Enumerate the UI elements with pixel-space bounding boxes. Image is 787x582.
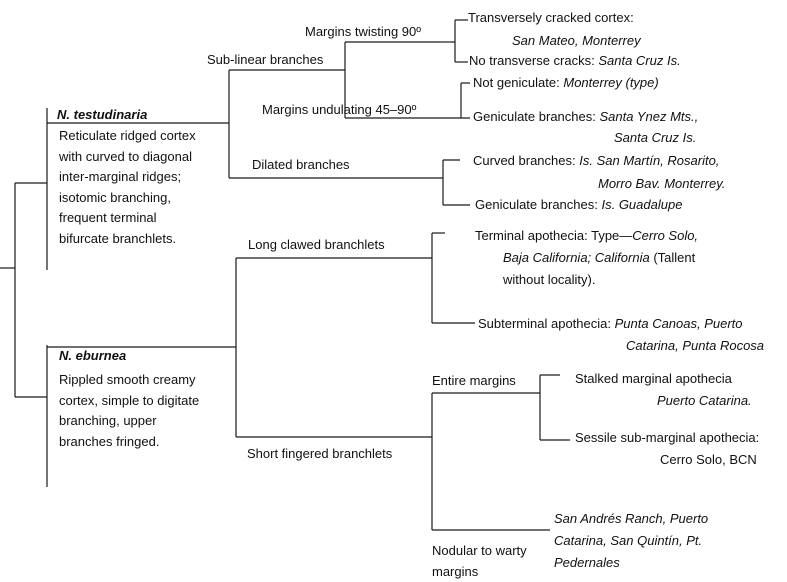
- leaf-note: (Tallent: [653, 250, 696, 265]
- leaf-curved-branches-localities-2: Morro Bav. Monterrey.: [598, 176, 726, 191]
- leaf-label: Not geniculate:: [473, 75, 560, 90]
- leaf-stalked-marginal-label: Stalked marginal apothecia: [575, 371, 732, 386]
- leaf-terminal-apothecia: Terminal apothecia: Type—Cerro Solo,: [475, 228, 698, 244]
- leaf-terminal-apothecia-line2: Baja California; California (Tallent: [503, 250, 695, 266]
- leaf-sessile-submarginal-localities: Cerro Solo, BCN: [660, 452, 757, 467]
- leaf-geniculate-branches-localities-2: Santa Cruz Is.: [614, 130, 697, 145]
- leaf-subterminal-apothecia-localities-2: Catarina, Punta Rocosa: [626, 338, 765, 353]
- leaf-transversely-cracked-label: Transversely cracked cortex:: [468, 10, 634, 25]
- leaf-localities: Santa Cruz Is.: [598, 53, 681, 68]
- leaf-label: Subterminal apothecia:: [478, 316, 611, 331]
- description-line: branching, upper: [59, 413, 157, 428]
- leaf-label: Terminal apothecia: Type—: [475, 228, 633, 243]
- leaf-not-geniculate: Not geniculate: Monterrey (type): [473, 75, 659, 91]
- leaf-geniculate-branches: Geniculate branches: Santa Ynez Mts.,: [473, 109, 698, 125]
- nodular-line: margins: [432, 564, 479, 579]
- leaf-subterminal-apothecia: Subterminal apothecia: Punta Canoas, Pue…: [478, 316, 743, 332]
- species-name-testudinaria: N. testudinaria: [57, 107, 148, 122]
- description-line: inter-marginal ridges;: [59, 169, 182, 184]
- leaf-localities: Punta Canoas, Puerto: [614, 316, 743, 331]
- leaf-transversely-cracked-localities: San Mateo, Monterrey: [512, 33, 641, 48]
- leaf-label: Curved branches:: [473, 153, 576, 168]
- leaf-curved-branches: Curved branches: Is. San Martín, Rosarit…: [473, 153, 719, 169]
- description-line: frequent terminal: [59, 210, 157, 225]
- species-description-eburnea: Rippled smooth creamy cortex, simple to …: [59, 370, 199, 452]
- leaf-localities: Is. San Martín, Rosarito,: [579, 153, 720, 168]
- branch-margins-undulating: Margins undulating 45–90º: [262, 102, 417, 117]
- locality-line: Pedernales: [554, 555, 620, 570]
- species-description-testudinaria: Reticulate ridged cortex with curved to …: [59, 126, 196, 249]
- leaf-nodular-localities: San Andrés Ranch, Puerto Catarina, San Q…: [554, 508, 708, 574]
- description-line: branches fringed.: [59, 433, 160, 449]
- leaf-terminal-apothecia-line3: without locality).: [503, 272, 596, 287]
- leaf-sessile-submarginal-label: Sessile sub-marginal apothecia:: [575, 430, 760, 445]
- leaf-localities: Santa Ynez Mts.,: [599, 109, 699, 124]
- leaf-label: Geniculate branches:: [473, 109, 596, 124]
- species-name-eburnea: N. eburnea: [59, 348, 127, 363]
- leaf-label: Geniculate branches:: [475, 197, 598, 212]
- branch-short-fingered: Short fingered branchlets: [247, 446, 393, 461]
- description-line: cortex, simple to digitate: [59, 392, 200, 408]
- branch-entire-margins: Entire margins: [432, 373, 516, 388]
- locality-line: Catarina, San Quintín, Pt.: [554, 533, 703, 548]
- leaf-geniculate-branches-guadalupe: Geniculate branches: Is. Guadalupe: [475, 197, 682, 213]
- leaf-stalked-marginal-localities: Puerto Catarina.: [657, 393, 752, 408]
- description-line: Reticulate ridged cortex: [59, 128, 196, 143]
- description-line: bifurcate branchlets.: [59, 230, 177, 246]
- description-line: Rippled smooth creamy: [59, 372, 196, 387]
- leaf-no-transverse: No transverse cracks: Santa Cruz Is.: [469, 53, 681, 69]
- leaf-localities: Baja California; California: [503, 250, 650, 265]
- branch-sub-linear: Sub-linear branches: [207, 52, 324, 67]
- leaf-localities: Cerro Solo,: [632, 228, 699, 243]
- leaf-label: No transverse cracks:: [469, 53, 595, 68]
- description-line: isotomic branching,: [59, 189, 171, 205]
- description-line: with curved to diagonal: [59, 148, 192, 164]
- branch-dilated: Dilated branches: [252, 157, 350, 172]
- branch-margins-twisting: Margins twisting 90º: [305, 24, 422, 39]
- leaf-localities: Is. Guadalupe: [601, 197, 683, 212]
- branch-nodular: Nodular to warty margins: [432, 540, 527, 582]
- locality-line: San Andrés Ranch, Puerto: [554, 511, 709, 526]
- branch-long-clawed: Long clawed branchlets: [248, 237, 385, 252]
- nodular-line: Nodular to warty: [432, 543, 527, 558]
- leaf-localities: Monterrey (type): [563, 75, 659, 90]
